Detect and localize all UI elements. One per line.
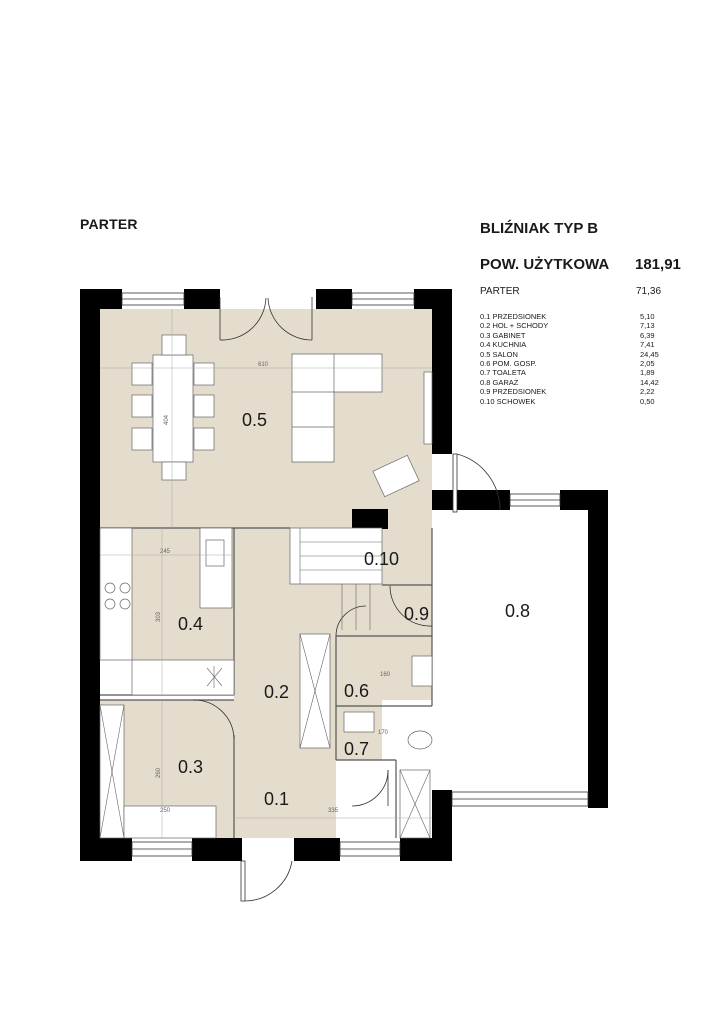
kitchen-counter	[99, 527, 133, 661]
dining-chair	[131, 362, 153, 386]
dim-entry-width: 335	[328, 808, 339, 814]
room-list-name: 0.7 TOALETA	[480, 368, 526, 378]
room-list-row: 0.1 PRZEDSIONEK 5,10	[480, 312, 676, 321]
room-label-0-10: 0.10	[364, 549, 399, 569]
room-list-area: 24,45	[640, 349, 659, 359]
doors	[192, 297, 501, 902]
room-list-area: 2,05	[640, 359, 655, 369]
furniture-lines	[99, 528, 431, 839]
floor-summary-area: 71,36	[636, 286, 662, 297]
dim-kitchen-depth: 303	[156, 611, 162, 622]
dimension-lines	[100, 309, 432, 838]
room-list-area: 7,41	[640, 340, 655, 350]
room-list-row: 0.3 GABINET 6,39	[480, 331, 676, 340]
exterior-walls	[80, 289, 608, 861]
room-list-name: 0.2 HOL + SCHODY	[480, 321, 549, 331]
room-list-name: 0.3 GABINET	[480, 330, 526, 340]
room-label-0-3: 0.3	[178, 757, 203, 777]
room-label-0-8: 0.8	[505, 601, 530, 621]
sink	[205, 539, 225, 567]
dining-chair	[193, 394, 215, 418]
tv-cabinet	[423, 371, 433, 445]
room-list-name: 0.6 POM. GOSP.	[480, 359, 537, 369]
windows	[121, 292, 589, 857]
dining-chair	[193, 427, 215, 451]
room-list-row: 0.10 SCHOWEK 0,50	[480, 397, 676, 406]
room-list-row: 0.2 HOL + SCHODY 7,13	[480, 321, 676, 330]
room-list-area: 7,13	[640, 321, 655, 331]
room-list-row: 0.4 KUCHNIA 7,41	[480, 340, 676, 349]
room-label-0-5: 0.5	[242, 410, 267, 430]
usable-area-value: 181,91	[635, 256, 681, 273]
dining-chair	[161, 334, 187, 356]
floor-summary-label: PARTER	[480, 286, 520, 297]
room-label-0-2: 0.2	[264, 682, 289, 702]
room-list-name: 0.4 KUCHNIA	[480, 340, 527, 350]
dining-chair	[131, 394, 153, 418]
room-list-area: 5,10	[640, 312, 655, 321]
dim-salon-width: 610	[258, 362, 269, 368]
room-list-row: 0.6 POM. GOSP. 2,05	[480, 359, 676, 368]
room-list-area: 6,39	[640, 330, 655, 340]
room-label-0-6: 0.6	[344, 681, 369, 701]
dim-kitchen-width: 245	[160, 549, 171, 555]
room-label-0-1: 0.1	[264, 789, 289, 809]
room-label-0-9: 0.9	[404, 604, 429, 624]
room-list-name: 0.1 PRZEDSIONEK	[480, 312, 547, 321]
dining-table	[152, 354, 194, 463]
toilet	[407, 730, 433, 750]
room-list-area: 14,42	[640, 377, 659, 387]
room-list-row: 0.9 PRZEDSIONEK 2,22	[480, 387, 676, 396]
room-list-row: 0.7 TOALETA 1,89	[480, 368, 676, 377]
dim-office-width: 250	[160, 808, 171, 814]
dim-laundry-width: 160	[380, 672, 391, 678]
usable-area-label: POW. UŻYTKOWA	[480, 256, 610, 273]
dim-office-depth: 260	[156, 767, 162, 778]
dining-chair	[193, 362, 215, 386]
building-title: BLIŹNIAK TYP B	[480, 220, 599, 237]
room-list-name: 0.10 SCHOWEK	[480, 396, 536, 406]
armchair	[372, 454, 420, 498]
room-list-name: 0.9 PRZEDSIONEK	[480, 387, 547, 397]
room-list-area: 2,22	[640, 387, 655, 397]
room-list-area: 0,50	[640, 396, 655, 406]
room-list-row: 0.5 SALON 24,45	[480, 350, 676, 359]
washbasin	[411, 655, 433, 687]
room-list-name: 0.5 SALON	[480, 349, 518, 359]
room-list-area: 1,89	[640, 368, 655, 378]
room-label-0-7: 0.7	[344, 739, 369, 759]
wc-sink	[343, 711, 375, 733]
dining-chair	[131, 427, 153, 451]
room-label-0-4: 0.4	[178, 614, 203, 634]
dining-chair	[161, 461, 187, 481]
room-list-row: 0.8 GARAŻ 14,42	[480, 378, 676, 387]
room-list-name: 0.8 GARAŻ	[480, 377, 519, 387]
dim-dining-depth: 404	[164, 414, 170, 425]
kitchen-counter	[131, 659, 235, 696]
floor-heading: PARTER	[80, 216, 138, 232]
dim-wc-width: 170	[378, 730, 389, 736]
desk	[123, 805, 217, 839]
